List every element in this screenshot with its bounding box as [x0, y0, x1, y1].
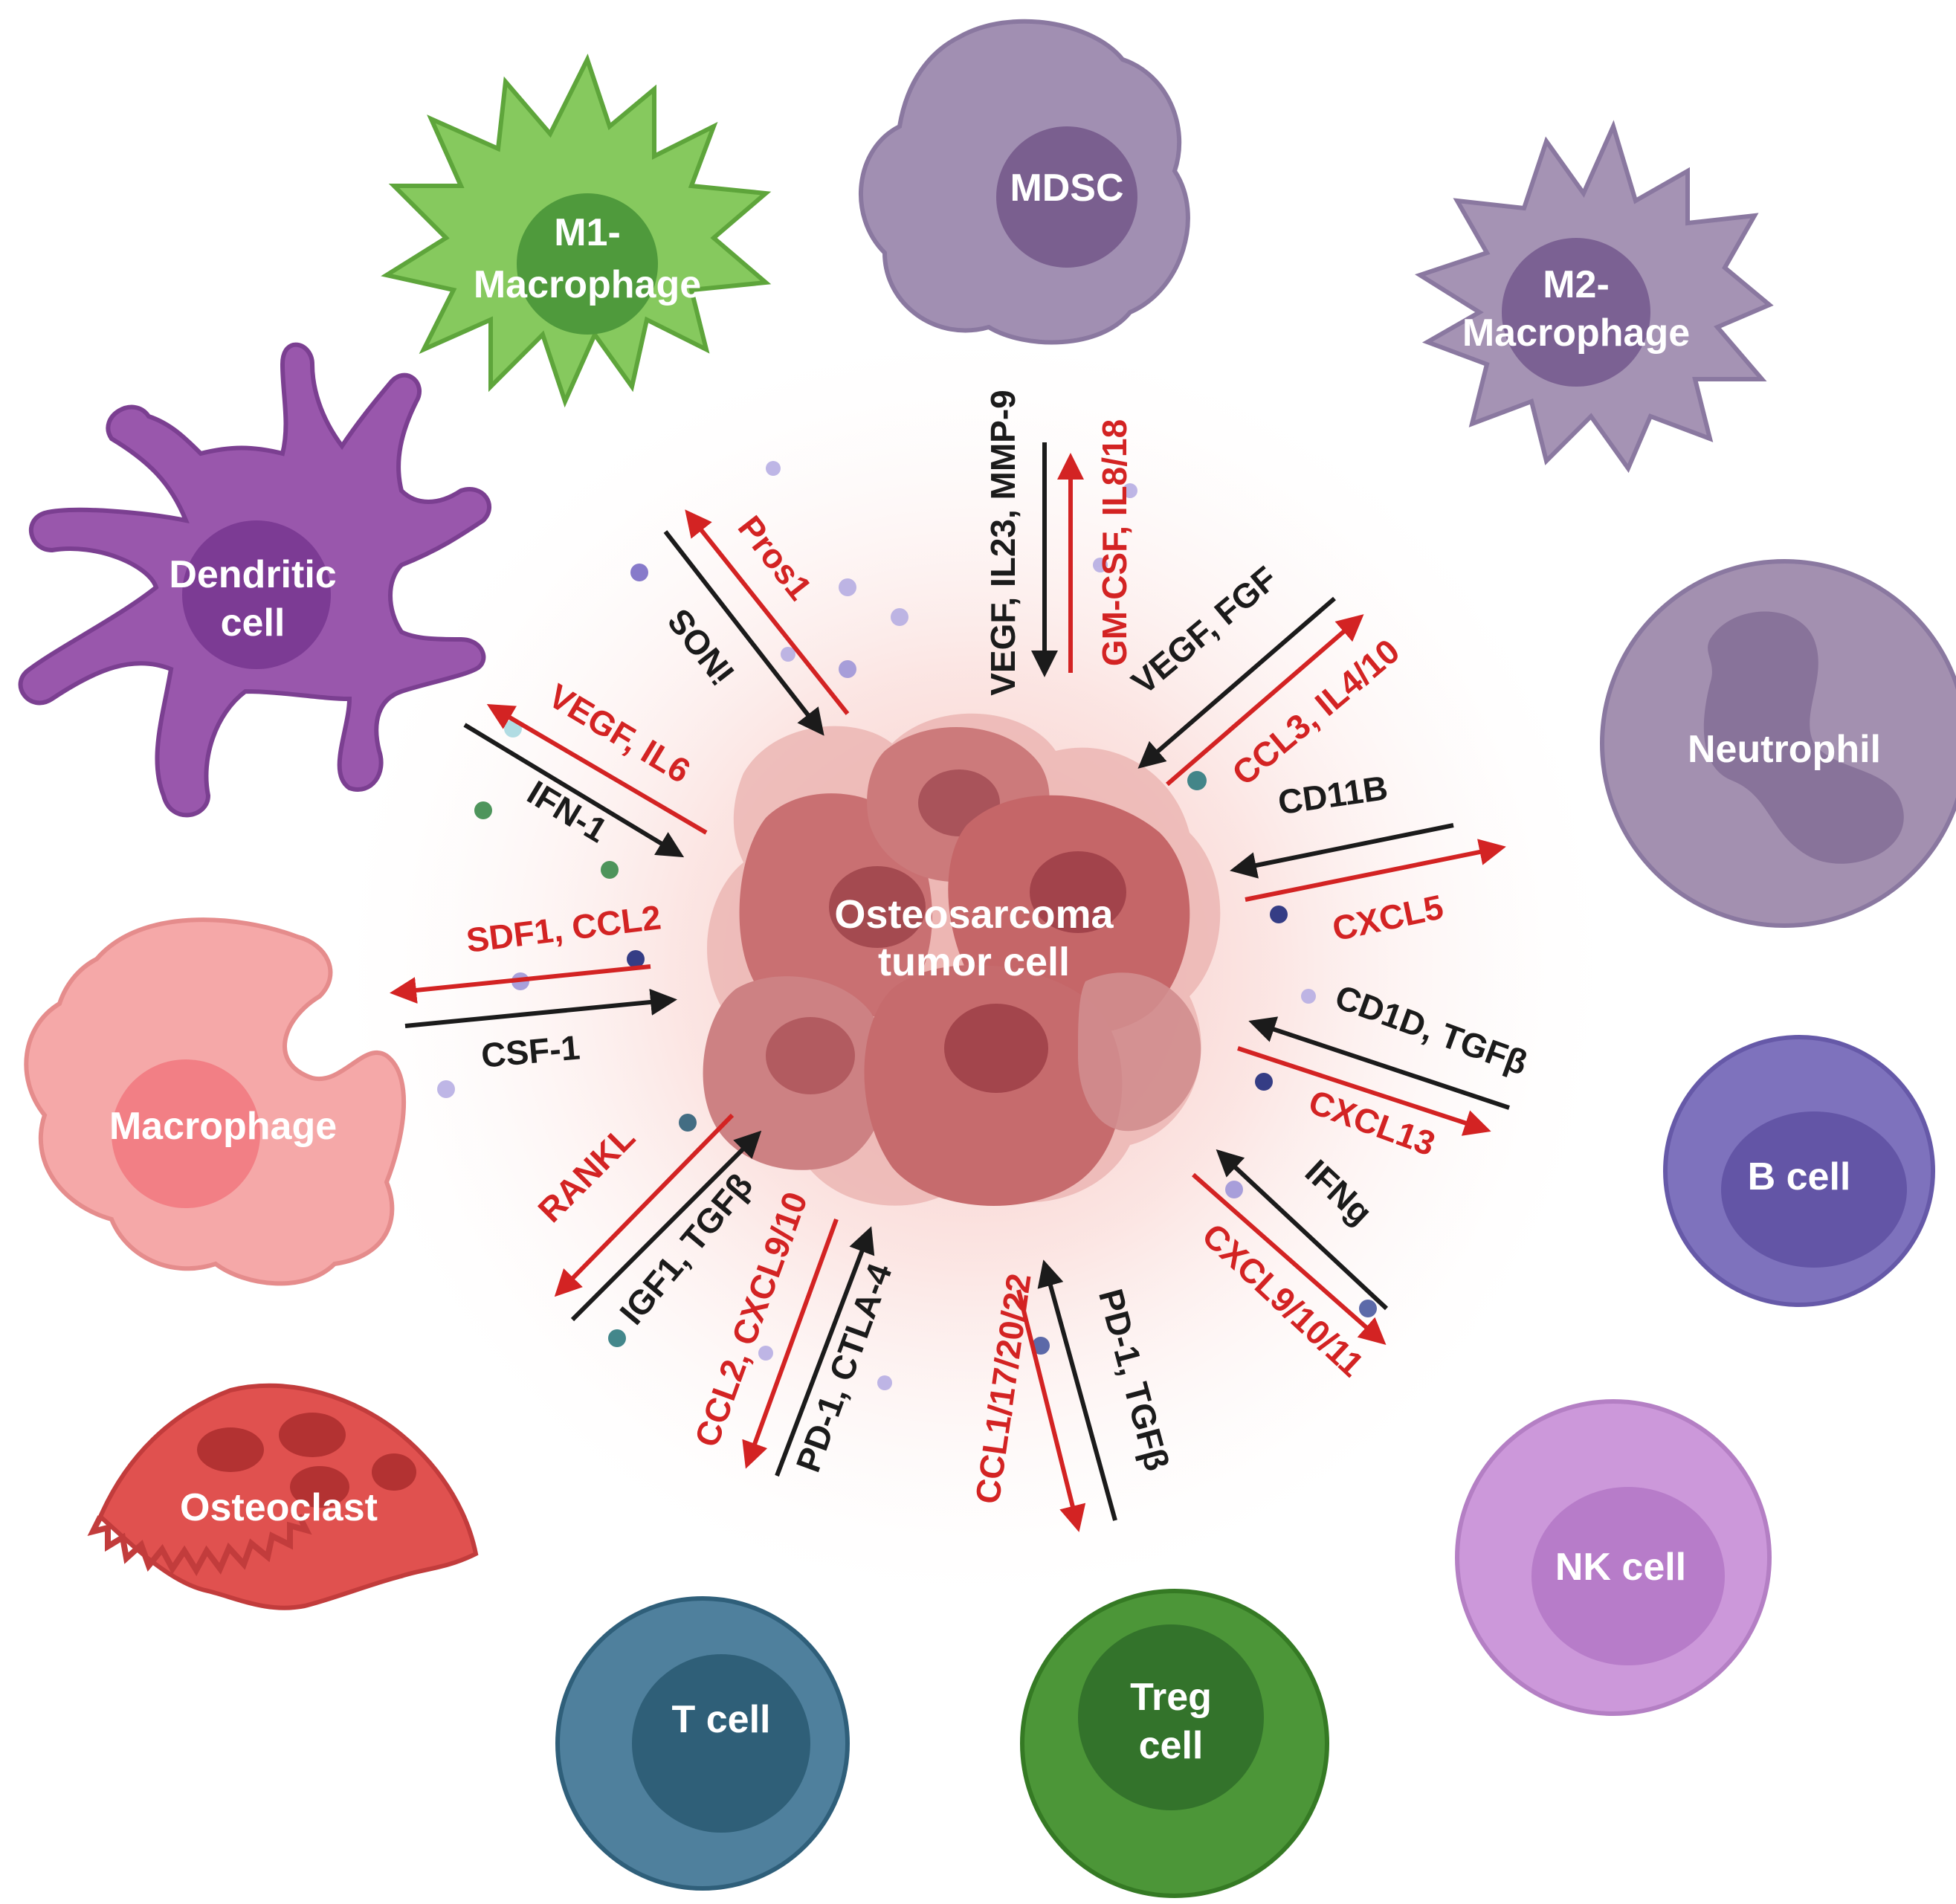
- tumor-nucleus-4: [766, 1017, 855, 1094]
- vesicle: [1123, 483, 1137, 498]
- vesicle: [601, 861, 619, 879]
- osteoclast-nucleus-4: [372, 1453, 416, 1491]
- label-mdsc-red: GM-CSF, IL8/18: [1095, 419, 1134, 666]
- osteoclast-body: [97, 1383, 479, 1610]
- osteoclast-nucleus-2: [279, 1413, 346, 1457]
- vesicle: [781, 647, 795, 662]
- mdsc-cell: MDSC: [858, 19, 1190, 345]
- m2-label-line2: Macrophage: [1462, 312, 1690, 355]
- m1-label-line2: Macrophage: [474, 263, 701, 306]
- dendritic-label-line2: cell: [221, 601, 285, 645]
- b-cell-label: B cell: [1748, 1155, 1851, 1198]
- arrow-b-red: [1237, 1046, 1491, 1136]
- nk-cell-nucleus: [1531, 1487, 1725, 1665]
- vesicle: [1093, 558, 1108, 572]
- t-cell-label: T cell: [672, 1698, 771, 1741]
- osteoclast-cell: Osteoclast: [87, 1383, 479, 1610]
- vesicle: [627, 950, 645, 968]
- tumor-label-line2: tumor cell: [878, 940, 1070, 984]
- osteoclast-ruffled-border: [87, 1514, 312, 1577]
- neutrophil-cell: Neutrophil: [1600, 559, 1956, 928]
- vesicle: [1225, 1181, 1243, 1198]
- m2-label-line1: M2-: [1543, 263, 1610, 306]
- arrow-mac-black: [404, 988, 677, 1028]
- dendritic-label-line1: Dendritic: [169, 553, 336, 596]
- vesicle: [891, 608, 908, 626]
- arrow-m2-black: [1137, 596, 1336, 769]
- m2-macrophage-cell: M2- Macrophage: [1415, 120, 1774, 474]
- arrow-mac-red: [390, 964, 651, 1004]
- vesicle: [877, 1375, 892, 1390]
- vesicle: [437, 1080, 455, 1098]
- arrow-treg-black: [1037, 1259, 1117, 1521]
- secreted-vesicles: [437, 461, 1377, 1390]
- tumor-label-line1: Osteosarcoma: [834, 892, 1114, 937]
- osteoclast-label: Osteoclast: [180, 1486, 378, 1529]
- label-mdsc-black: VEGF, IL23, MMP-9: [984, 390, 1022, 696]
- nk-cell: NK cell: [1455, 1399, 1772, 1716]
- dendritic-nucleus: [182, 520, 331, 669]
- m1-macrophage-cell: M1- Macrophage: [381, 54, 772, 408]
- arrow-oc-red: [554, 1113, 735, 1297]
- vesicle: [608, 1329, 626, 1347]
- tumor-nucleus-5: [944, 1004, 1048, 1093]
- m1-label-line1: M1-: [554, 211, 621, 254]
- vesicle: [474, 801, 492, 819]
- vesicle: [1359, 1300, 1377, 1317]
- arrow-dc-black: [463, 723, 685, 858]
- b-cell-nucleus: [1721, 1111, 1907, 1268]
- mdsc-nucleus: [996, 126, 1137, 268]
- vesicle: [1270, 906, 1288, 923]
- vesicle: [1301, 989, 1316, 1004]
- m1-macrophage-nucleus: [517, 193, 658, 335]
- neutrophil-nucleus: [1703, 611, 1904, 864]
- arrow-nk-red: [1192, 1172, 1387, 1345]
- vesicle: [630, 564, 648, 581]
- treg-cell-nucleus: [1078, 1624, 1264, 1810]
- vesicle: [839, 660, 856, 678]
- arrow-oc-black: [570, 1130, 762, 1322]
- arrow-dc-red: [486, 703, 708, 835]
- tumor-nucleus-3: [1030, 851, 1126, 933]
- tumor-cell-6: [1078, 972, 1201, 1132]
- t-cell: T cell: [555, 1596, 850, 1891]
- vesicle: [758, 1346, 773, 1361]
- arrow-m1-black: [663, 530, 824, 736]
- vesicle: [679, 1114, 697, 1132]
- treg-label-line1: Treg: [1130, 1676, 1212, 1719]
- vesicle: [1032, 1337, 1050, 1355]
- arrow-t-black: [775, 1226, 875, 1477]
- osteosarcoma-tumor: Osteosarcoma tumor cell: [703, 713, 1221, 1207]
- osteoclast-nucleus-3: [290, 1466, 349, 1508]
- macrophage-label: Macrophage: [109, 1105, 337, 1148]
- signal-mdsc: VEGF, IL23, MMP-9 GM-CSF, IL8/18: [984, 390, 1134, 696]
- vesicle: [839, 578, 856, 596]
- vesicle: [766, 461, 781, 476]
- arrow-nk-black: [1216, 1149, 1389, 1311]
- dendritic-cell: Dendritic cell: [18, 342, 491, 818]
- mdsc-label: MDSC: [1010, 167, 1123, 210]
- arrow-m1-red: [685, 509, 850, 715]
- macrophage-nucleus: [112, 1059, 260, 1208]
- t-cell-nucleus: [632, 1654, 810, 1833]
- arrow-b-black: [1248, 1016, 1510, 1110]
- b-cell: B cell: [1663, 1035, 1935, 1307]
- neutrophil-label: Neutrophil: [1688, 728, 1881, 771]
- treg-label-line2: cell: [1139, 1724, 1204, 1767]
- macrophage-cell: Macrophage: [24, 917, 407, 1286]
- treg-cell: Treg cell: [1020, 1589, 1329, 1898]
- nk-cell-label: NK cell: [1555, 1546, 1686, 1589]
- arrow-t-red: [742, 1218, 839, 1469]
- label-mac-black: CSF-1: [480, 1027, 581, 1074]
- arrow-treg-red: [1016, 1289, 1086, 1532]
- tumor-nucleus-1: [829, 866, 926, 948]
- osteoclast-nucleus-1: [197, 1427, 264, 1472]
- vesicle: [1255, 1073, 1273, 1091]
- vesicle: [1187, 771, 1207, 790]
- arrow-neut-black: [1230, 823, 1454, 879]
- m2-macrophage-nucleus: [1502, 238, 1650, 387]
- arrow-m2-red: [1166, 614, 1364, 787]
- arrow-neut-red: [1245, 839, 1506, 902]
